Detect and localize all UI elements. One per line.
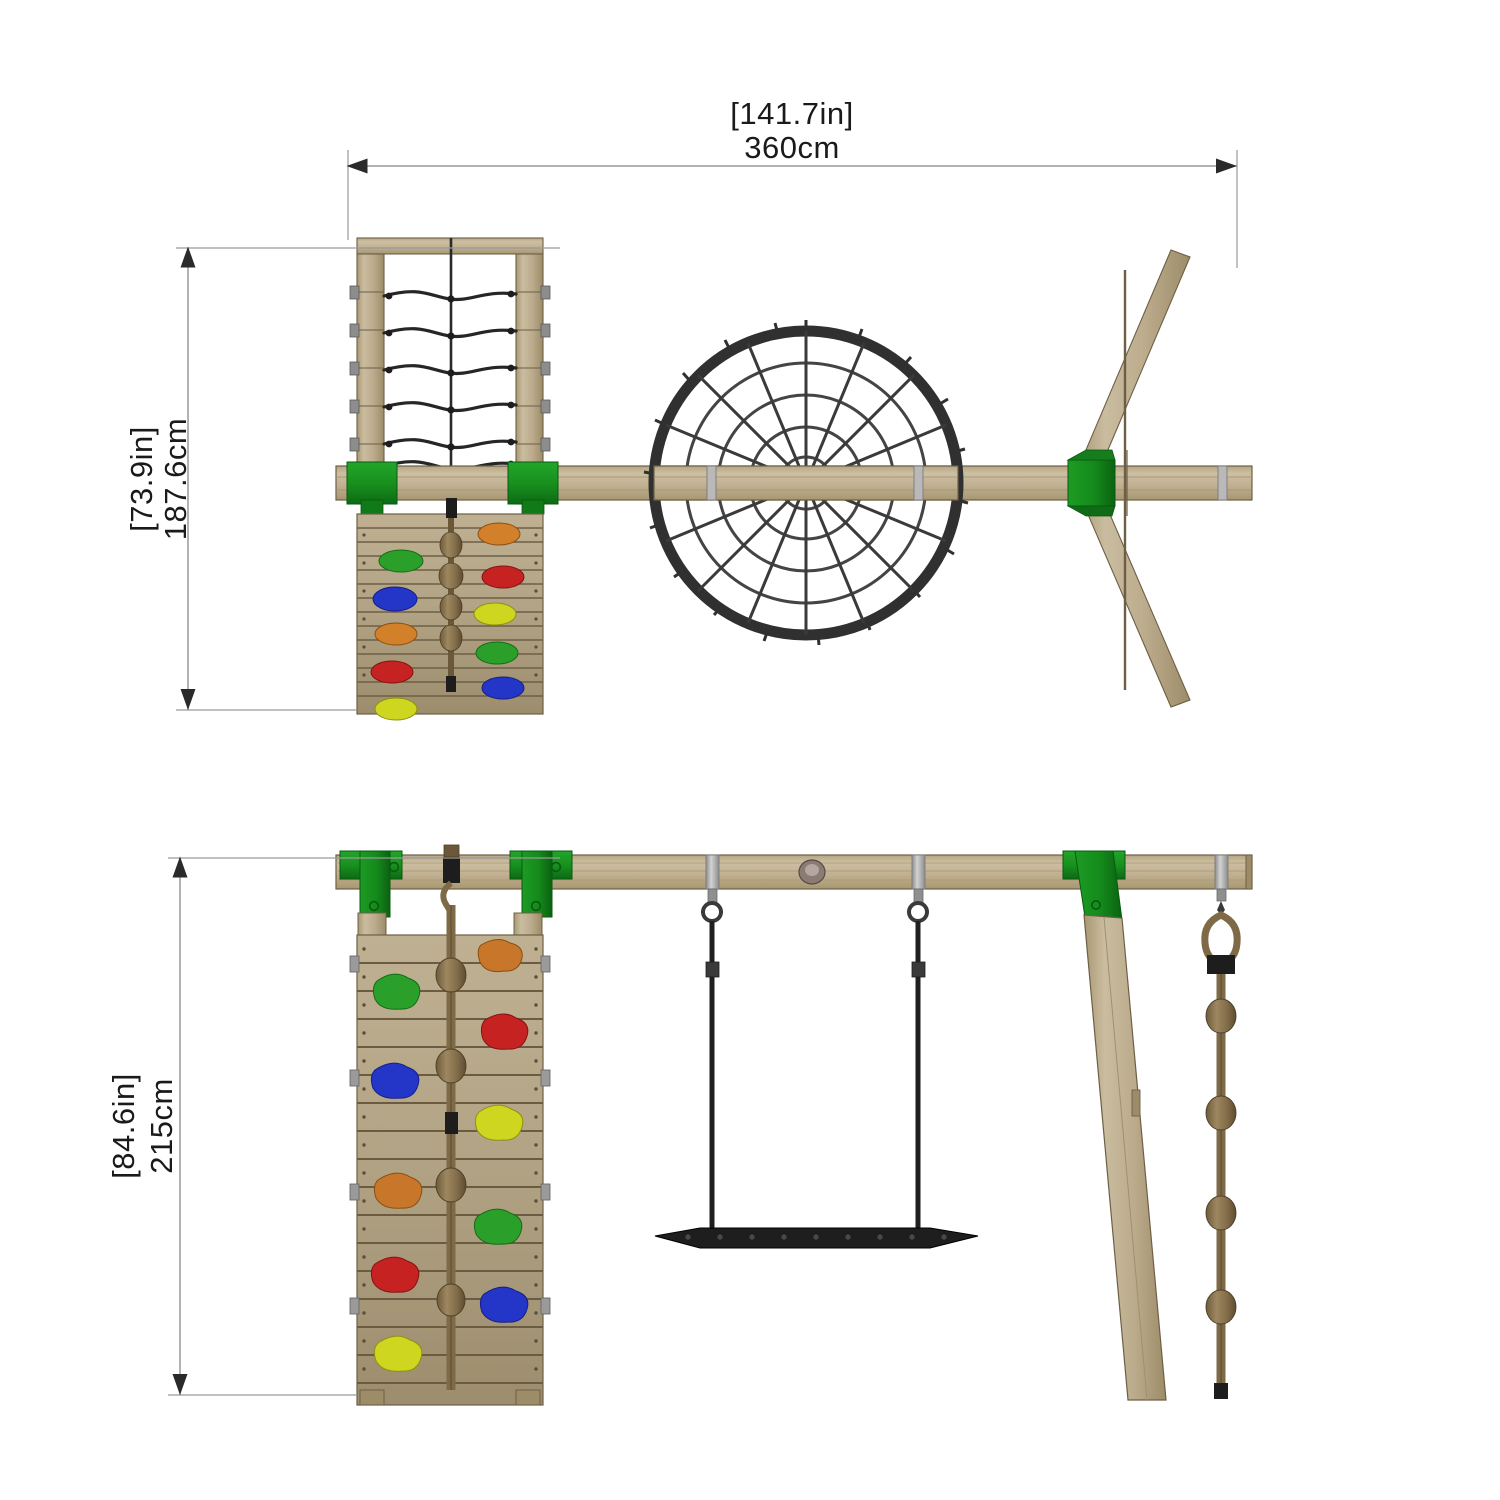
nest-swing-front [654,854,979,1249]
climbing-wall-top [356,498,544,721]
svg-text:[141.7in]: [141.7in] [730,96,853,131]
a-frame-legs-top [1066,249,1191,708]
climbing-rope-wall-front [435,844,467,1390]
swing-hanger-right [907,854,929,1231]
green-bracket-front-mid [509,850,573,918]
dim-width-imperial: 141.7in [739,96,844,131]
dimension-depth: [73.9in] 187.6cm [124,246,560,711]
swing-hanger-left [701,854,723,1231]
top-view [335,237,1253,721]
dim-width-metric: 360cm [744,130,840,165]
dim-height-metric: 215cm [144,1078,179,1174]
dimension-width: [141.7in] 360cm [346,96,1238,268]
beam-hardware-detail [798,859,826,885]
dimension-height: [84.6in] 215cm [106,856,560,1396]
a-frame-leg-front [1083,914,1167,1401]
svg-text:[73.9in]: [73.9in] [124,426,159,532]
nest-swing-top [643,320,969,646]
climbing-holds-top [370,522,525,721]
dim-depth-metric: 187.6cm [158,418,193,540]
dim-depth-imperial: 73.9in [124,435,159,522]
dim-height-imperial: 84.6in [106,1082,141,1169]
green-bracket-front-left [339,850,403,918]
front-view [335,844,1253,1406]
nest-seat-edge [654,1227,979,1249]
green-bracket-top-mid [507,461,559,515]
svg-text:[84.6in]: [84.6in] [106,1073,141,1179]
climbing-holds-front [370,939,529,1372]
knotted-climbing-rope [1201,854,1241,1399]
green-bracket-top-left [346,461,398,515]
green-bracket-front-right [1062,850,1126,925]
